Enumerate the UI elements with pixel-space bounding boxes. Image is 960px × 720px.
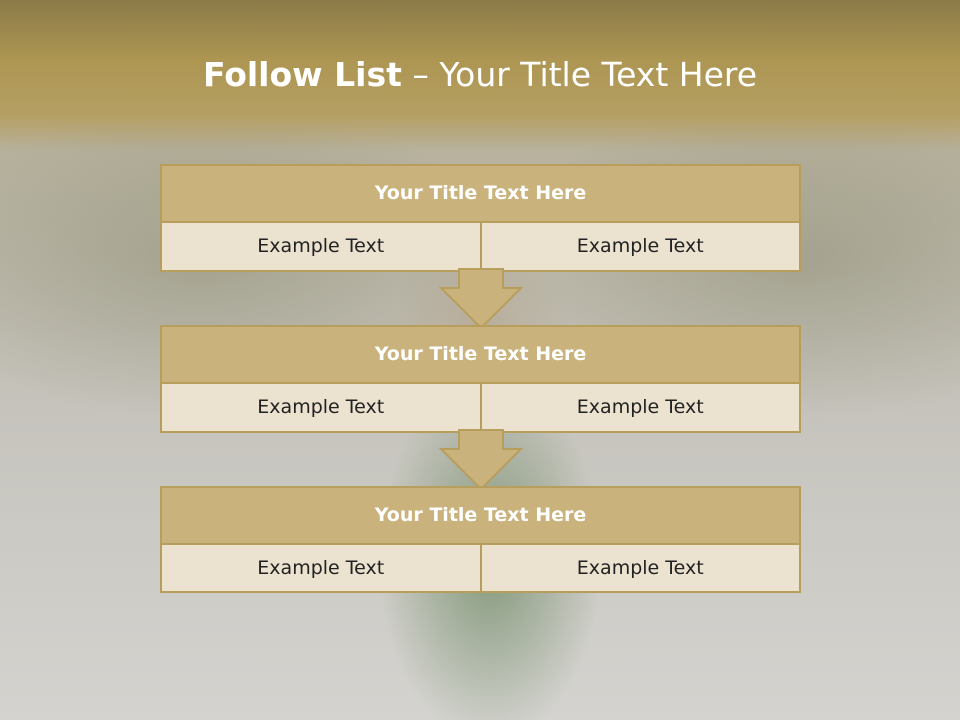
step-title-3: Your Title Text Here <box>162 488 799 545</box>
step-3-cell-left: Example Text <box>162 545 480 591</box>
step-cells-3: Example Text Example Text <box>162 545 799 591</box>
step-title-1: Your Title Text Here <box>162 166 799 223</box>
step-title-2: Your Title Text Here <box>162 327 799 384</box>
step-block-3: Your Title Text Here Example Text Exampl… <box>160 486 801 593</box>
step-block-1: Your Title Text Here Example Text Exampl… <box>160 164 801 272</box>
step-cells-2: Example Text Example Text <box>162 384 799 431</box>
down-arrow-icon-2 <box>439 429 523 491</box>
step-block-2: Your Title Text Here Example Text Exampl… <box>160 325 801 433</box>
step-1-cell-right: Example Text <box>479 223 799 270</box>
step-2-cell-right: Example Text <box>479 384 799 431</box>
step-3-cell-right: Example Text <box>479 545 799 591</box>
step-2-cell-left: Example Text <box>162 384 480 431</box>
page-title-bold: Follow List <box>202 55 402 94</box>
down-arrow-icon-1 <box>439 268 523 330</box>
step-1-cell-left: Example Text <box>162 223 480 270</box>
step-cells-1: Example Text Example Text <box>162 223 799 270</box>
page-title-rest: – Your Title Text Here <box>401 55 758 94</box>
header-band <box>0 0 960 150</box>
page-title: Follow List – Your Title Text Here <box>0 52 960 98</box>
